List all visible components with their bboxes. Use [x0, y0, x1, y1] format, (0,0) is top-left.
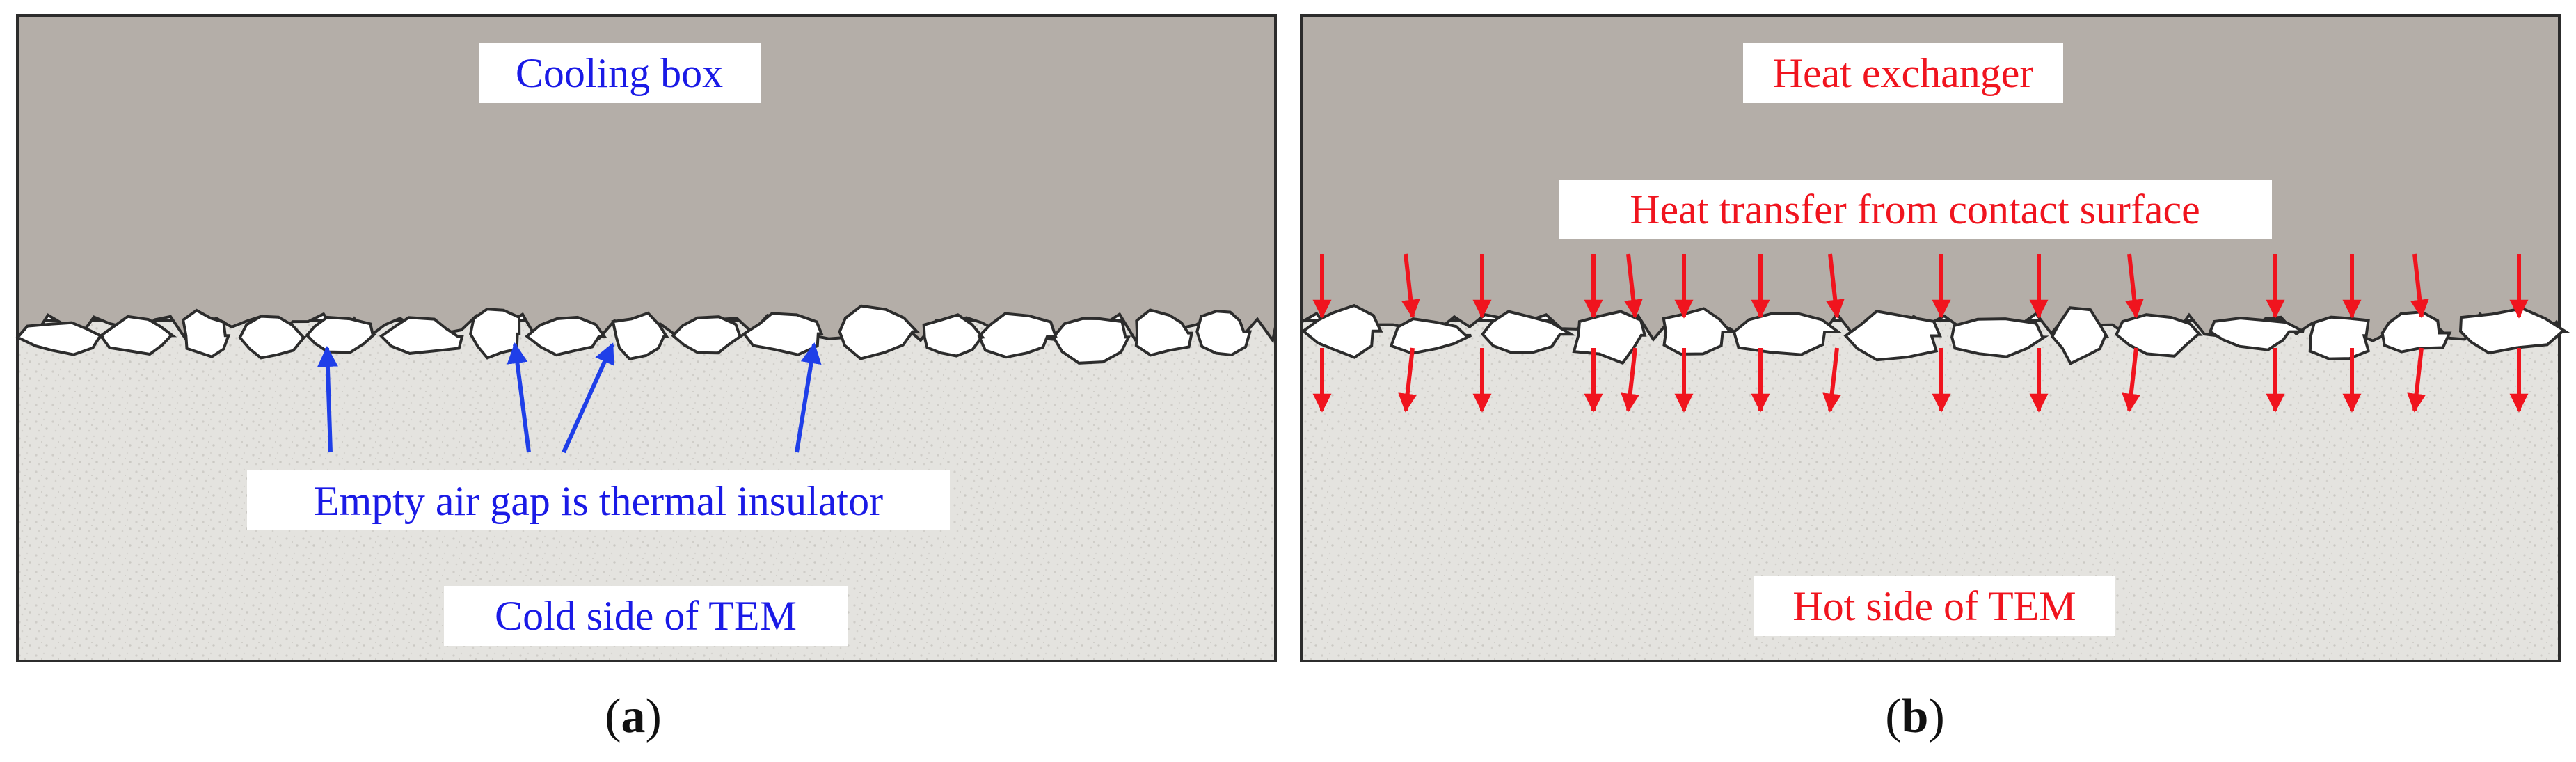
heat-exchanger-label-bg	[1743, 43, 2063, 103]
heat-transfer-arrow	[2124, 253, 2144, 319]
svg-text:(b): (b)	[1885, 690, 1945, 743]
hot-side-label: Hot side of TEM	[1792, 583, 2076, 629]
contact-interface	[1301, 303, 2570, 366]
air-gap-arrow	[507, 342, 531, 453]
heat-transfer-arrow	[1621, 347, 1640, 413]
heat-transfer-arrow	[2122, 347, 2141, 413]
svg-text:(a): (a)	[605, 690, 662, 743]
caption-b-letter: b	[1902, 690, 1929, 743]
caption-a: (a)	[605, 690, 662, 743]
heat-transfer-arrow	[1822, 347, 1842, 413]
heat-exchanger-label: Heat exchanger	[1773, 50, 2034, 96]
heat-transfer-arrow	[2407, 347, 2426, 413]
panel-b: Heat exchanger Heat transfer from contac…	[1300, 14, 2570, 662]
air-gap-arrow	[317, 346, 338, 453]
heat-transfer-arrow	[1401, 253, 1420, 319]
heat-transfer-arrows	[1312, 253, 2529, 413]
insulator-label-bg	[247, 470, 950, 530]
heat-transfer-label-bg	[1559, 180, 2272, 239]
cooling-box-label-bg	[479, 43, 761, 103]
hot-side-label-bg	[1754, 576, 2115, 636]
panel-a: Cooling box Empty air gap is thermal ins…	[15, 14, 1277, 662]
air-gap-arrow	[795, 342, 822, 453]
cooling-box-label: Cooling box	[516, 50, 723, 96]
cold-side-label: Cold side of TEM	[495, 593, 797, 639]
heat-transfer-arrow	[1398, 347, 1417, 413]
cold-side-label-bg	[444, 586, 848, 646]
heat-transfer-arrow	[1623, 253, 1643, 319]
air-gap-arrows	[317, 342, 822, 454]
heat-transfer-label: Heat transfer from contact surface	[1630, 186, 2200, 232]
caption-a-letter: a	[621, 690, 646, 743]
insulator-label: Empty air gap is thermal insulator	[314, 478, 883, 524]
air-gap-arrow	[562, 342, 614, 454]
caption-b: (b)	[1885, 690, 1945, 743]
heat-transfer-arrow	[2410, 253, 2429, 319]
heat-transfer-arrow	[1825, 253, 1845, 319]
